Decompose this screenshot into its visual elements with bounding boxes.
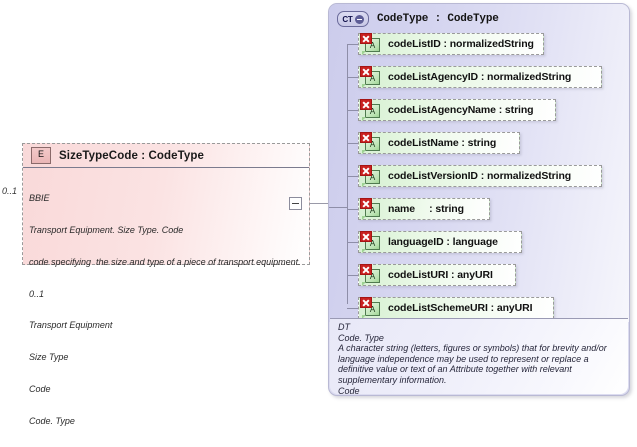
attribute-label: name : string xyxy=(388,203,464,215)
occurrence-indicator: 0..1 xyxy=(2,186,18,196)
attribute-label: codeListVersionID : normalizedString xyxy=(388,170,572,182)
required-x-icon xyxy=(360,99,372,110)
attribute-row[interactable]: A languageID : language xyxy=(358,231,522,253)
tree-stub xyxy=(347,77,358,78)
attribute-icon: A xyxy=(360,165,384,187)
attribute-row[interactable]: A name : string xyxy=(358,198,490,220)
doc-line: Transport Equipment xyxy=(29,320,113,331)
collapse-toggle-button[interactable] xyxy=(289,197,302,210)
attribute-icon: A xyxy=(360,66,384,88)
doc-line: 0..1 xyxy=(29,288,45,299)
attribute-row[interactable]: A codeListName : string xyxy=(358,132,520,154)
tree-stub xyxy=(347,275,358,276)
tree-stub xyxy=(347,44,358,45)
attribute-label: languageID : language xyxy=(388,236,498,248)
tree-stub xyxy=(347,176,358,177)
doc-line: Size Type xyxy=(29,352,69,363)
complex-type-title: CodeType : CodeType xyxy=(377,13,499,25)
attribute-row[interactable]: A codeListSchemeURI : anyURI xyxy=(358,297,554,319)
attribute-label: codeListSchemeURI : anyURI xyxy=(388,302,533,314)
complex-type-header: CT CodeType : CodeType xyxy=(337,10,623,28)
doc-line: A character string (letters, figures or … xyxy=(338,343,610,385)
tree-stub xyxy=(347,242,358,243)
element-node-size-type-code[interactable]: E SizeTypeCode : CodeType BBIE Transport… xyxy=(22,143,310,426)
complex-type-documentation: DT Code. Type A character string (letter… xyxy=(330,318,628,396)
doc-line: Transport Equipment. Size Type. Code xyxy=(29,224,184,235)
required-x-icon xyxy=(360,33,372,44)
complex-type-panel-codetype[interactable]: CT CodeType : CodeType A codeListID : no… xyxy=(328,3,630,396)
doc-line: DT xyxy=(338,322,350,332)
attribute-row[interactable]: A codeListAgencyID : normalizedString xyxy=(358,66,602,88)
attribute-icon: A xyxy=(360,297,384,319)
diagram-canvas: 0..1 E SizeTypeCode : CodeType BBIE Tran… xyxy=(0,0,637,402)
complex-type-icon[interactable]: CT xyxy=(337,11,369,27)
doc-line: Code xyxy=(338,385,360,396)
tree-rail xyxy=(347,44,348,304)
attribute-row[interactable]: A codeListID : normalizedString xyxy=(358,33,544,55)
minus-icon xyxy=(354,14,364,24)
tree-stub xyxy=(347,209,358,210)
required-x-icon xyxy=(360,66,372,77)
required-x-icon xyxy=(360,132,372,143)
attribute-row[interactable]: A codeListURI : anyURI xyxy=(358,264,516,286)
attribute-letter-icon: A xyxy=(362,203,380,220)
required-x-icon xyxy=(360,264,372,275)
attribute-label: codeListName : string xyxy=(388,137,497,149)
attribute-label: codeListAgencyName : string xyxy=(388,104,534,116)
attribute-icon: A xyxy=(360,132,384,154)
doc-line: Code. Type xyxy=(338,332,384,343)
doc-line: code specifying the size and type of a p… xyxy=(29,256,301,267)
attribute-row[interactable]: A codeListAgencyName : string xyxy=(358,99,556,121)
attribute-icon: A xyxy=(360,231,384,253)
tree-stub xyxy=(347,308,358,309)
tree-stub xyxy=(347,143,358,144)
element-icon: E xyxy=(31,147,51,164)
doc-line: Code xyxy=(29,383,51,394)
required-x-icon xyxy=(360,198,372,209)
doc-line: Code. Type xyxy=(29,415,75,426)
tree-inbound-line xyxy=(329,207,348,208)
attribute-icon: A xyxy=(360,264,384,286)
attribute-label: codeListID : normalizedString xyxy=(388,38,534,50)
doc-line: BBIE xyxy=(29,193,50,204)
tree-stub xyxy=(347,110,358,111)
required-x-icon xyxy=(360,165,372,176)
element-title: SizeTypeCode : CodeType xyxy=(59,149,205,162)
required-x-icon xyxy=(360,231,372,242)
attribute-icon: A xyxy=(360,33,384,55)
element-documentation: BBIE Transport Equipment. Size Type. Cod… xyxy=(23,168,309,447)
attribute-row[interactable]: A codeListVersionID : normalizedString xyxy=(358,165,602,187)
required-x-icon xyxy=(360,297,372,308)
attribute-icon: A xyxy=(360,198,384,220)
attribute-label: codeListURI : anyURI xyxy=(388,269,493,281)
connector-line xyxy=(310,203,336,204)
complex-type-icon-label: CT xyxy=(342,14,353,24)
attribute-icon: A xyxy=(360,99,384,121)
element-header: E SizeTypeCode : CodeType xyxy=(23,144,309,168)
attribute-label: codeListAgencyID : normalizedString xyxy=(388,71,572,83)
